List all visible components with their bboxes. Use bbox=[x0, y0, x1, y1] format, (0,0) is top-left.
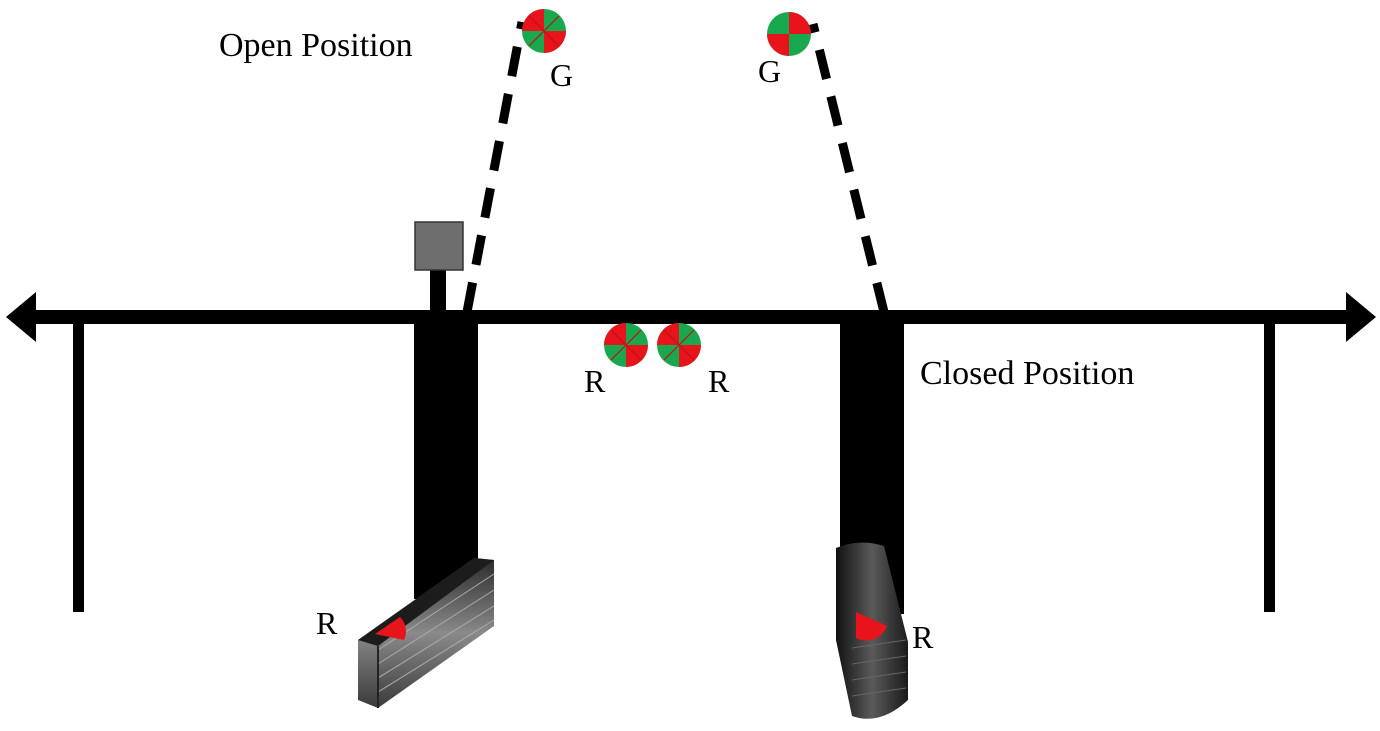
actuator-block-left-icon bbox=[358, 558, 495, 708]
left-arrowhead-icon bbox=[6, 292, 36, 342]
red-label-block-right: R bbox=[912, 619, 934, 655]
red-label-mid-right: R bbox=[708, 363, 730, 399]
actuator-block-right-icon bbox=[836, 542, 908, 719]
red-label-block-left: R bbox=[316, 605, 338, 641]
sensor-stem bbox=[430, 270, 446, 320]
indicator-closed-right-icon bbox=[656, 322, 702, 368]
red-label-mid-left: R bbox=[584, 363, 606, 399]
sensor-box-icon bbox=[414, 221, 464, 271]
open-position-label: Open Position bbox=[219, 27, 413, 64]
left-post bbox=[73, 324, 84, 612]
left-column bbox=[414, 324, 478, 599]
indicator-open-left-icon bbox=[521, 8, 567, 54]
green-label-right: G bbox=[758, 53, 781, 89]
right-post bbox=[1264, 324, 1275, 612]
green-label-left: G bbox=[550, 57, 573, 93]
open-swing-line-right bbox=[808, 22, 889, 314]
closed-position-label: Closed Position bbox=[920, 355, 1134, 392]
right-arrowhead-icon bbox=[1346, 292, 1376, 342]
open-swing-line-left bbox=[462, 21, 527, 313]
indicator-closed-left-icon bbox=[603, 322, 649, 368]
indicator-open-right-icon bbox=[767, 12, 811, 56]
